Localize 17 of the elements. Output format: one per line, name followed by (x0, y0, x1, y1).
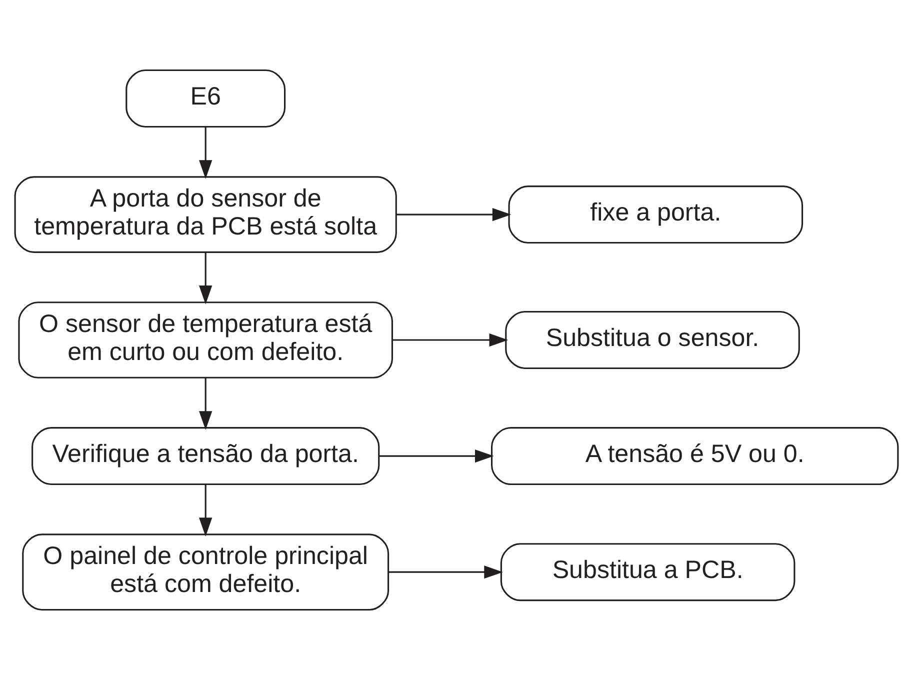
arrow (199, 484, 212, 536)
node-box: fixe a porta. (508, 186, 804, 244)
arrow (379, 449, 494, 463)
arrow (396, 208, 512, 222)
arrow (199, 252, 212, 304)
node-box: Substitua o sensor. (505, 310, 800, 370)
node-box: A porta do sensor de temperatura da PCB está solta (14, 176, 397, 253)
arrow (388, 566, 503, 579)
arrow (199, 378, 212, 430)
node-box: Substitua a PCB. (500, 543, 796, 602)
arrow (199, 127, 212, 179)
node-box: O sensor de temperatura está em curto ou com defeito. (18, 302, 393, 378)
node-box: Verifique a tensão da porta. (32, 427, 380, 486)
arrow (392, 333, 508, 347)
node-box: E6 (126, 70, 286, 128)
node-box: O painel de controle principal está com defeito. (22, 534, 390, 610)
node-box: A tensão é 5V ou 0. (491, 427, 899, 486)
